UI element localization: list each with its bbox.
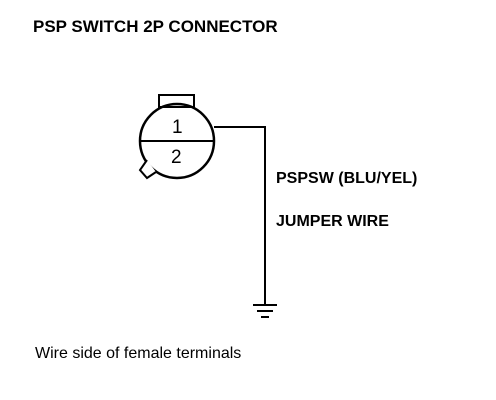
wire-color-label: PSPSW (BLU/YEL) [276, 170, 418, 187]
connector-tab [158, 94, 195, 108]
diagram-title: PSP SWITCH 2P CONNECTOR [33, 17, 278, 36]
pin-1-label: 1 [172, 117, 183, 138]
terminal-view-caption: Wire side of female terminals [35, 345, 242, 362]
locking-notch [138, 159, 157, 180]
jumper-wire-label: JUMPER WIRE [276, 213, 389, 230]
pin-2-label: 2 [171, 147, 182, 168]
ground-symbol-icon [253, 304, 277, 318]
jumper-wire [214, 126, 266, 305]
